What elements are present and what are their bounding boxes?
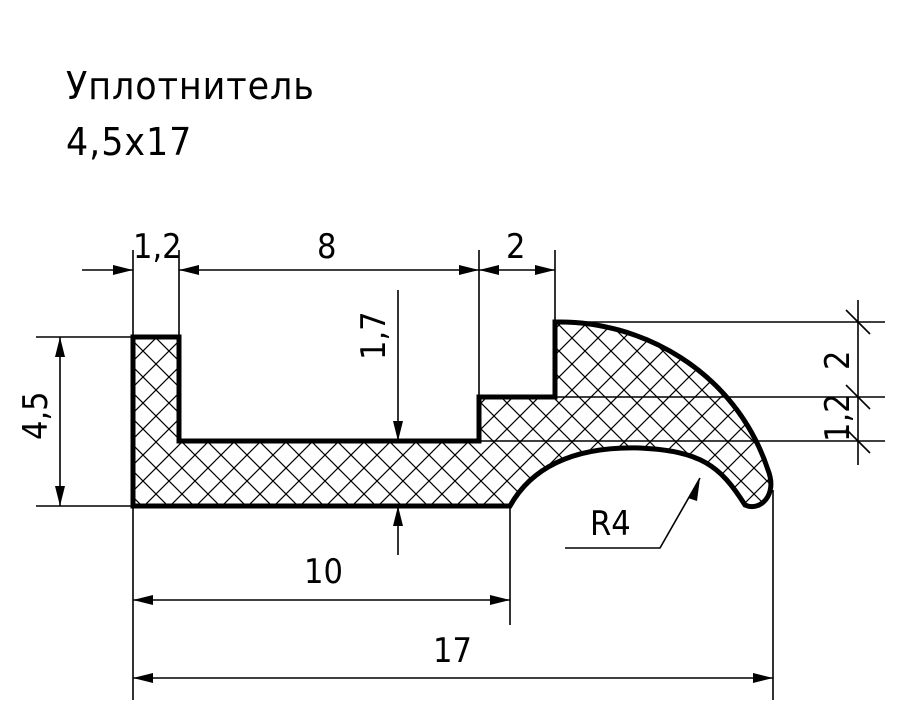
seal-profile (130, 319, 774, 509)
dim-label-4-5: 4,5 (16, 391, 56, 440)
title-name: Уплотнитель (66, 64, 315, 108)
dim-label-1-2: 1,2 (133, 227, 182, 267)
drawing-title: Уплотнитель 4,5x17 (66, 58, 315, 170)
radius-arrow (688, 478, 700, 501)
dim-label-radius: R4 (590, 504, 631, 544)
radius-leader (565, 477, 701, 549)
dim-label-1-7: 1,7 (354, 311, 394, 360)
dimension-lines (55, 265, 871, 683)
dim-label-2-top: 2 (506, 227, 525, 267)
dim-label-8: 8 (317, 227, 336, 267)
dim-label-17: 17 (433, 631, 472, 671)
dim-label-2-right: 2 (818, 351, 858, 370)
dim-label-10: 10 (304, 552, 343, 592)
title-size: 4,5x17 (66, 120, 193, 164)
dim-label-1-2-right: 1,2 (818, 393, 858, 442)
